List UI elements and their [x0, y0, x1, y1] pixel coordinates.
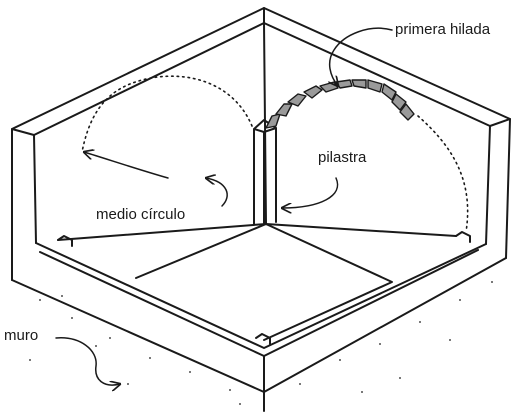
leader-semicircle-left — [84, 152, 169, 179]
rim-corner-ticks — [11, 7, 511, 136]
back-corner-edge — [263, 22, 267, 225]
wall-inner-rim — [33, 22, 491, 245]
pilaster — [253, 119, 277, 225]
wall-outer-base — [11, 257, 507, 412]
inner-base-left — [35, 242, 487, 349]
corner-notch-left — [57, 235, 73, 247]
leader-medio-circulo — [206, 178, 228, 207]
inner-base-lower — [39, 249, 479, 357]
label-pilastra: pilastra — [318, 149, 367, 166]
label-primera-hilada: primera hilada — [395, 21, 491, 38]
leader-pilastra — [282, 177, 339, 208]
wall-outer-rim — [11, 7, 511, 281]
semicircle-right-guide — [417, 115, 469, 233]
first-course-bricks — [265, 79, 415, 129]
floor-slab — [135, 223, 393, 341]
ground-texture — [29, 281, 493, 405]
label-muro: muro — [4, 327, 39, 344]
inner-base-back — [57, 223, 457, 241]
corner-notch-front — [255, 333, 271, 345]
semicircle-left-guide — [81, 75, 253, 153]
leader-primera-hilada — [330, 27, 393, 86]
label-medio-circulo: medio círculo — [96, 206, 186, 223]
leader-muro — [55, 337, 120, 385]
corner-notch-right — [455, 231, 471, 243]
